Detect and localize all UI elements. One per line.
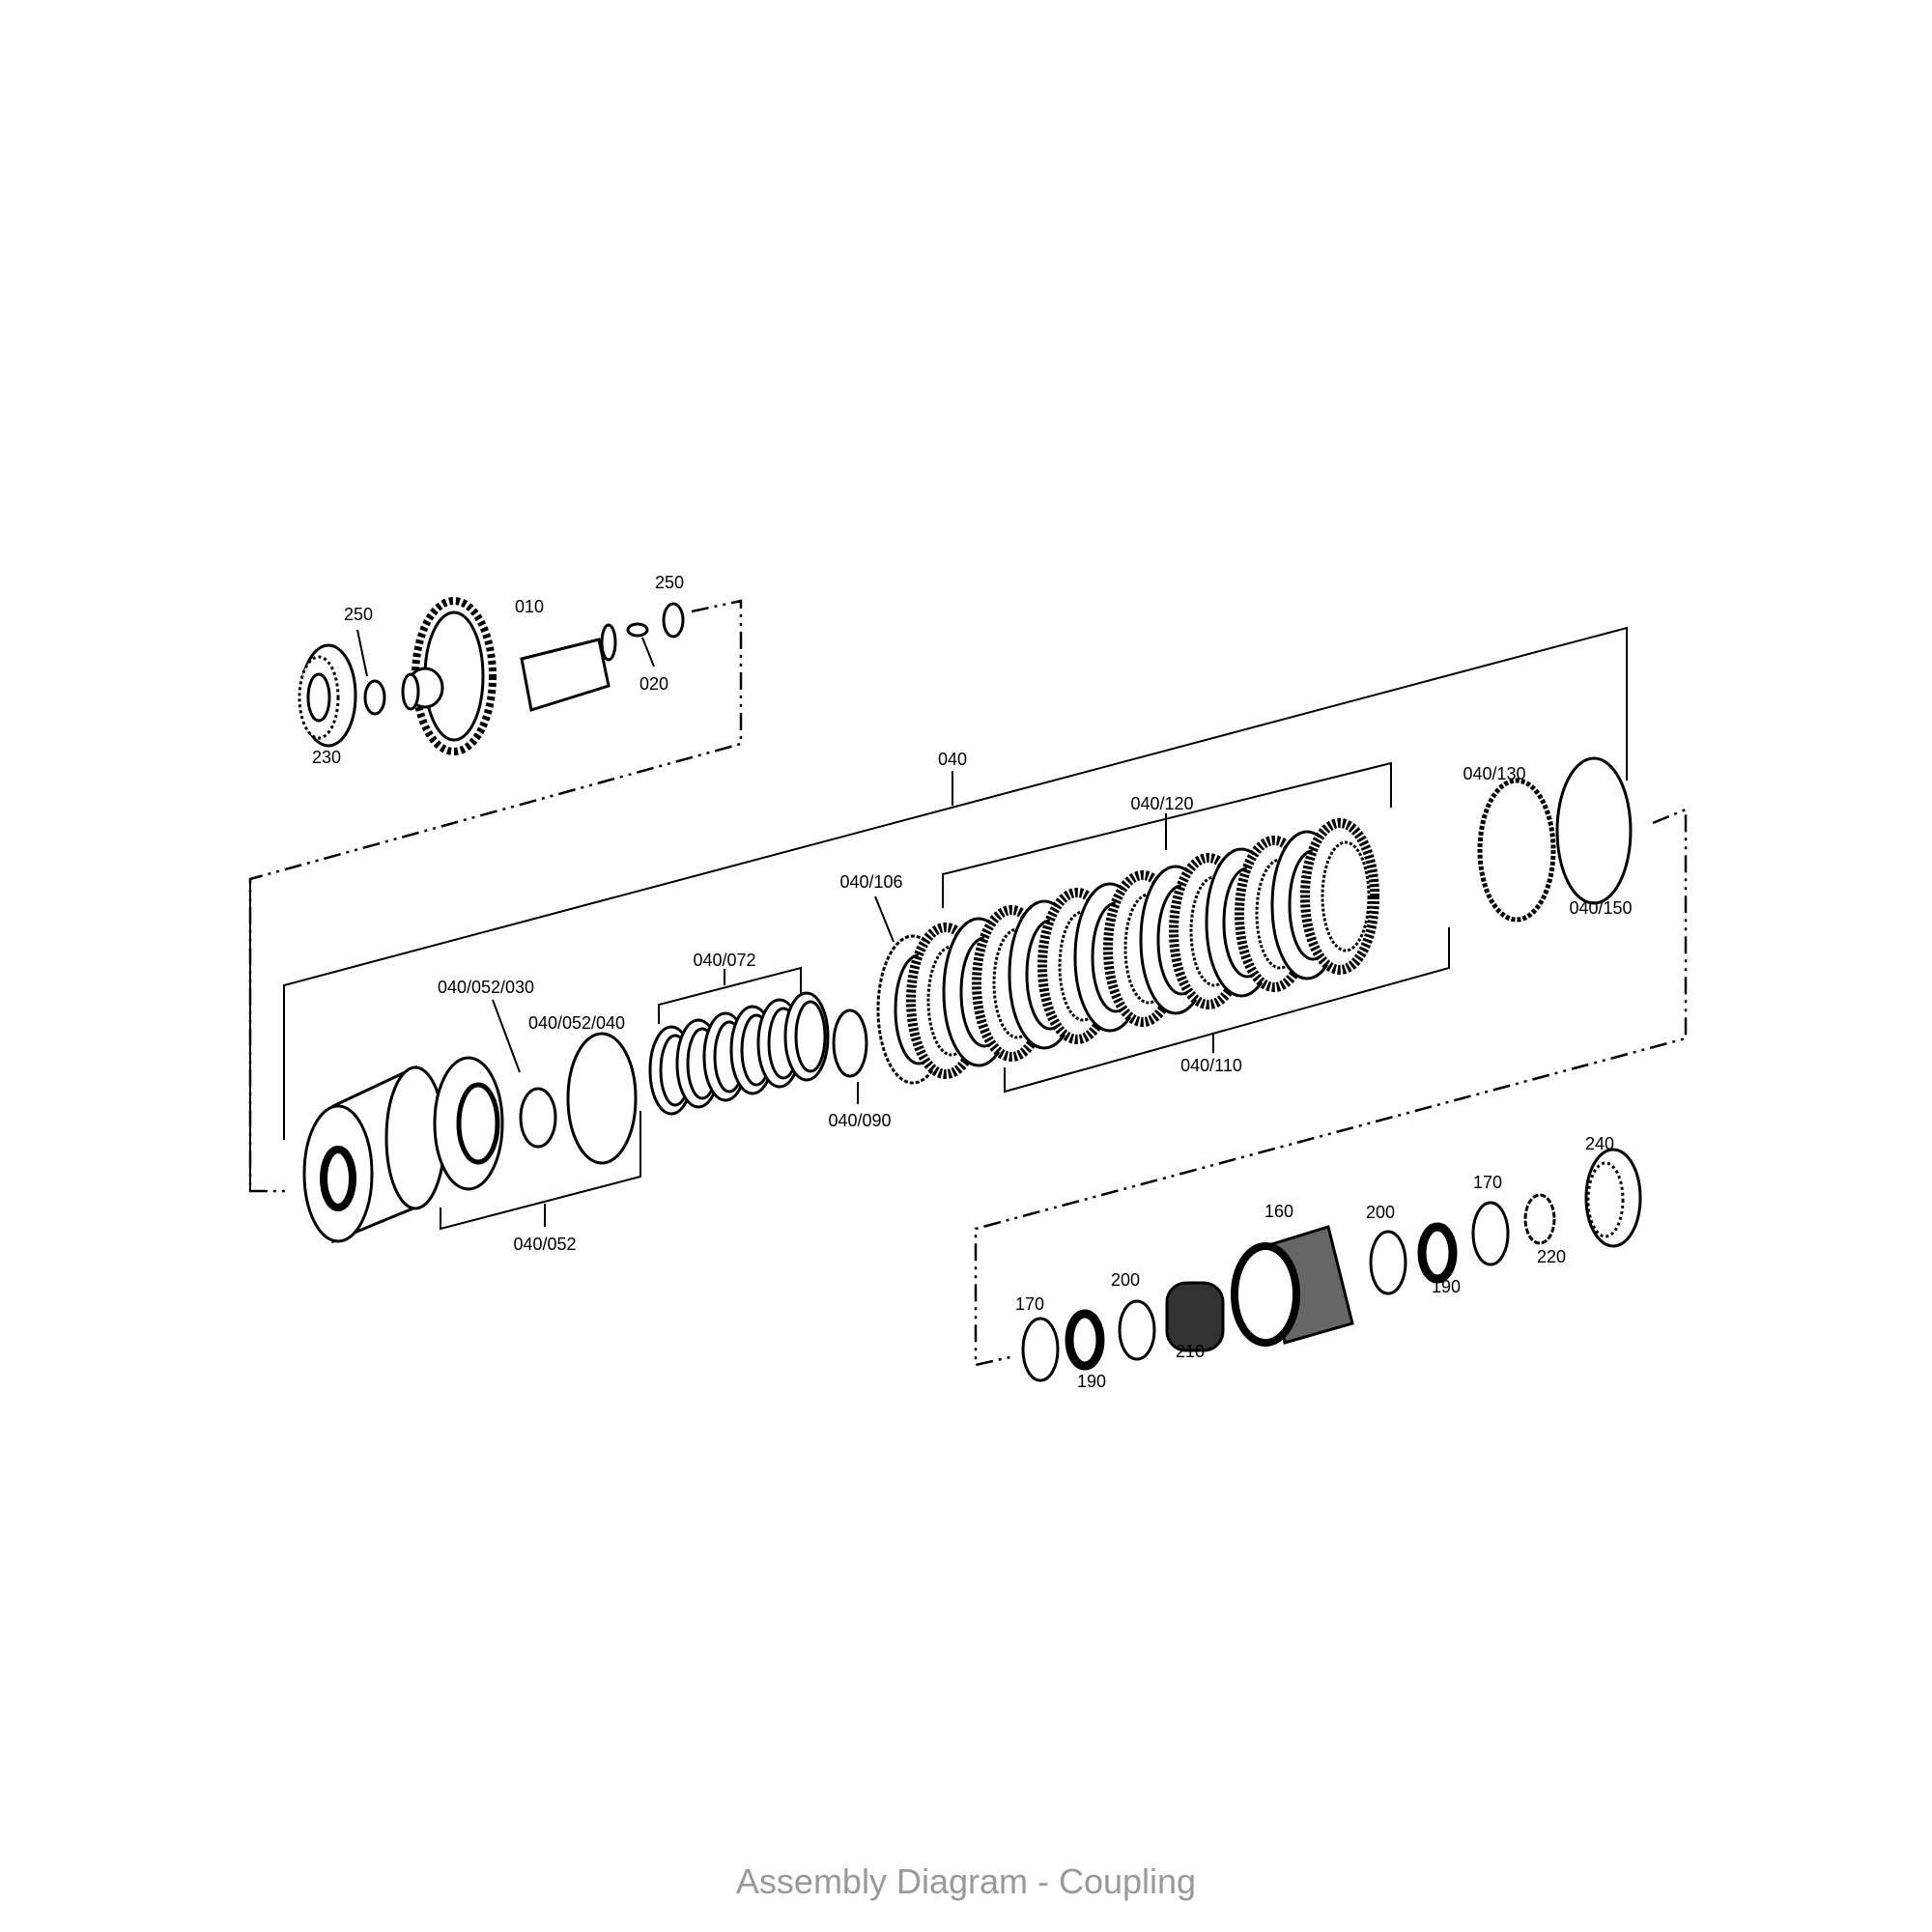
washer-170-right — [1471, 1201, 1510, 1266]
washer-200-right — [1369, 1230, 1407, 1295]
label-040-052: 040/052 — [513, 1235, 576, 1254]
label-040-120: 040/120 — [1130, 794, 1193, 813]
piston-040-052 — [433, 1056, 504, 1191]
label-010: 010 — [515, 597, 544, 616]
label-020: 020 — [639, 674, 668, 694]
lock-ring-220 — [1523, 1193, 1556, 1245]
shaft-gear-010 — [401, 597, 617, 755]
label-190: 190 — [1077, 1372, 1106, 1391]
label-210: 210 — [1176, 1342, 1205, 1361]
bearing-240 — [1584, 1148, 1642, 1248]
needle-bearing-210 — [1165, 1281, 1225, 1352]
label-250: 250 — [344, 605, 373, 624]
label-240: 240 — [1585, 1134, 1614, 1153]
label-250: 250 — [655, 573, 684, 592]
label-200: 200 — [1366, 1203, 1395, 1222]
spring-ring-inner — [794, 1000, 827, 1073]
label-040-052-040: 040/052/040 — [528, 1013, 625, 1033]
diagram-title: Assembly Diagram - Coupling — [736, 1861, 1196, 1901]
pin-020 — [626, 622, 649, 638]
bracket-040 — [283, 626, 1628, 1140]
ring-250-left — [363, 679, 386, 716]
assembly-outlines — [248, 599, 1688, 1367]
ring-040-090 — [832, 1009, 868, 1078]
label-040-052-030: 040/052/030 — [438, 978, 534, 997]
bearing-230 — [298, 643, 357, 748]
label-220: 220 — [1537, 1247, 1566, 1266]
washer-170-left — [1021, 1317, 1060, 1382]
gear-160 — [1231, 1225, 1354, 1347]
label-040-090: 040/090 — [828, 1111, 891, 1130]
washer-190-left — [1065, 1309, 1105, 1371]
springs-040-072 — [648, 991, 830, 1116]
label-040-110: 040/110 — [1180, 1056, 1242, 1075]
label-160: 160 — [1264, 1202, 1293, 1221]
ring-040-052-030 — [519, 1087, 557, 1149]
label-230: 230 — [312, 748, 341, 767]
plate-040-130 — [1477, 778, 1556, 923]
label-170: 170 — [1015, 1294, 1044, 1314]
label-200: 200 — [1111, 1270, 1140, 1290]
housing-040 — [302, 1065, 446, 1244]
ring-040-052-040 — [566, 1032, 638, 1165]
washer-200-left — [1118, 1299, 1156, 1361]
clutch-plates — [876, 818, 1379, 1085]
label-040-130: 040/130 — [1463, 764, 1525, 783]
label-040: 040 — [938, 750, 967, 769]
ring-040-150 — [1555, 756, 1633, 905]
label-040-106: 040/106 — [839, 872, 902, 892]
ring-250-right — [662, 602, 685, 639]
label-040-150: 040/150 — [1569, 898, 1632, 918]
label-170: 170 — [1473, 1173, 1502, 1192]
label-040-072: 040/072 — [693, 951, 755, 970]
label-190: 190 — [1432, 1277, 1461, 1296]
plate-inner — [1321, 840, 1371, 952]
washer-190-right — [1417, 1222, 1458, 1284]
part-labels: 250 010 250 020 230 040 040/130 040/120 … — [312, 573, 1633, 1391]
